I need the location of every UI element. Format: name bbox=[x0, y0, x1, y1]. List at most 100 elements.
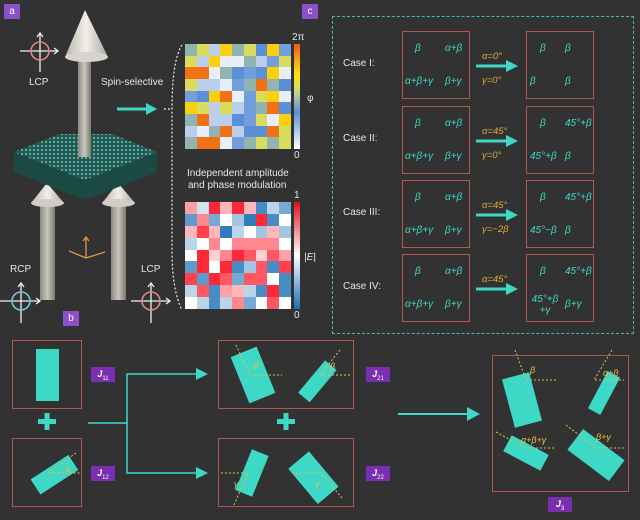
heatmap-cell bbox=[196, 44, 209, 56]
heatmap-cell bbox=[243, 90, 256, 103]
heatmap-cell bbox=[243, 273, 256, 286]
case-condition-alpha: α=45° bbox=[482, 200, 508, 211]
jones-diagram: α β β γ γ β α+β α+β+γ β+γ bbox=[30, 344, 625, 506]
dotted-bracket bbox=[171, 44, 183, 311]
heatmap-cell bbox=[208, 202, 221, 214]
case-output-term: 45°+β bbox=[530, 151, 557, 162]
heatmap-cell bbox=[255, 249, 268, 262]
amplitude-axis-label: |E| bbox=[304, 252, 316, 263]
case-arrow bbox=[476, 283, 518, 295]
j21-box bbox=[218, 340, 354, 409]
heatmap-cell bbox=[185, 90, 197, 103]
heatmap-cell bbox=[220, 90, 233, 103]
heatmap-cell bbox=[255, 237, 268, 250]
case-condition-gamma: γ=0° bbox=[482, 75, 502, 86]
case-condition-gamma: γ=−2β bbox=[482, 224, 509, 235]
heatmap-cell bbox=[255, 125, 268, 138]
amplitude-colorbar bbox=[294, 202, 300, 309]
phase-heatmap bbox=[185, 44, 291, 149]
amplitude-colorbar-max: 1 bbox=[294, 190, 300, 201]
lcp-bottom-polarization-icon bbox=[131, 281, 172, 323]
heatmap-cell bbox=[185, 102, 197, 114]
heatmap-cell bbox=[279, 79, 291, 91]
heatmap-cell bbox=[232, 249, 244, 262]
heatmap-cell bbox=[208, 90, 221, 103]
case-input-term: β+γ bbox=[445, 225, 462, 236]
heatmap-cell bbox=[279, 202, 291, 214]
phase-colorbar bbox=[294, 44, 300, 149]
case-output-term: 45°+β bbox=[565, 266, 592, 277]
j21-nanopillar-2 bbox=[298, 360, 337, 403]
case-input-term: α+β bbox=[445, 192, 463, 203]
heatmap-cell bbox=[255, 273, 268, 286]
heatmap-cell bbox=[185, 202, 197, 214]
phase-colorbar-min: 0 bbox=[294, 150, 300, 161]
heatmap-cell bbox=[243, 125, 256, 138]
case-label: Case I: bbox=[343, 58, 375, 69]
bottom-right-pillar bbox=[102, 183, 135, 300]
heatmap-cell bbox=[255, 225, 268, 238]
heatmap-cell bbox=[208, 137, 221, 149]
case-input-box bbox=[402, 106, 470, 174]
heatmap-cell bbox=[232, 114, 244, 126]
lcp-top-polarization-icon bbox=[20, 31, 60, 72]
heatmap-cell bbox=[255, 137, 268, 149]
case-input-term: α+β+γ bbox=[405, 299, 434, 310]
j3-angle-label-1: β bbox=[529, 365, 535, 375]
heatmap-cell bbox=[185, 237, 197, 250]
heatmap-cell bbox=[267, 225, 280, 238]
heatmap-cell bbox=[232, 137, 244, 149]
panel-label-a: a bbox=[4, 4, 20, 19]
heatmap-cell bbox=[267, 102, 280, 114]
heatmap-cell bbox=[220, 102, 233, 114]
heatmap-cell bbox=[232, 44, 244, 56]
j3-angle-label-2: α+β bbox=[603, 368, 619, 378]
heatmap-cell bbox=[243, 79, 256, 91]
heatmap-cell bbox=[267, 297, 280, 309]
heatmap-cell bbox=[255, 202, 268, 214]
case-output-term: β+γ bbox=[565, 299, 582, 310]
rcp-polarization-icon bbox=[0, 281, 42, 323]
heatmap-cell bbox=[185, 249, 197, 262]
heatmap-cell bbox=[196, 249, 209, 262]
heatmap-cell bbox=[232, 67, 244, 79]
case-arrow bbox=[476, 209, 518, 221]
case-input-term: β bbox=[415, 43, 421, 54]
case-label: Case II: bbox=[343, 133, 378, 144]
heatmap-cell bbox=[243, 67, 256, 79]
heatmap-cell bbox=[185, 273, 197, 286]
panel-label-b: b bbox=[63, 311, 79, 326]
lcp-top-label: LCP bbox=[29, 77, 49, 88]
heatmap-cell bbox=[208, 225, 221, 238]
heatmap-cell bbox=[279, 261, 291, 274]
top-pillar bbox=[65, 10, 108, 157]
rcp-label: RCP bbox=[10, 264, 32, 275]
heatmap-cell bbox=[232, 237, 244, 250]
heatmap-cell bbox=[267, 125, 280, 138]
heatmap-cell bbox=[243, 102, 256, 114]
case-output-term: 45°+β +γ bbox=[531, 294, 559, 316]
j3-nanopillar-3 bbox=[503, 435, 549, 471]
modulation-label-2: and phase modulation bbox=[188, 180, 287, 191]
heatmap-cell bbox=[232, 297, 244, 309]
j12-nanopillar bbox=[30, 454, 79, 495]
case-output-term: β bbox=[540, 118, 546, 129]
heatmap-cell bbox=[220, 213, 233, 226]
heatmap-cell bbox=[232, 273, 244, 286]
heatmap-cell bbox=[267, 202, 280, 214]
heatmap-cell bbox=[196, 225, 209, 238]
arrowhead-icon bbox=[467, 407, 480, 421]
j3-nanopillar-4 bbox=[567, 428, 625, 482]
heatmap-cell bbox=[243, 261, 256, 274]
heatmap-cell bbox=[196, 114, 209, 126]
heatmap-cell bbox=[243, 44, 256, 56]
case-output-term: 45°−β bbox=[530, 225, 557, 236]
heatmap-cell bbox=[232, 225, 244, 238]
arrowhead-icon bbox=[196, 467, 208, 479]
j3-box bbox=[492, 355, 629, 492]
case-input-term: α+β bbox=[445, 43, 463, 54]
heatmap-cell bbox=[279, 249, 291, 262]
heatmap-cell bbox=[220, 202, 233, 214]
case-input-box bbox=[402, 31, 470, 99]
j22-angle-label-1: γ bbox=[234, 479, 239, 489]
